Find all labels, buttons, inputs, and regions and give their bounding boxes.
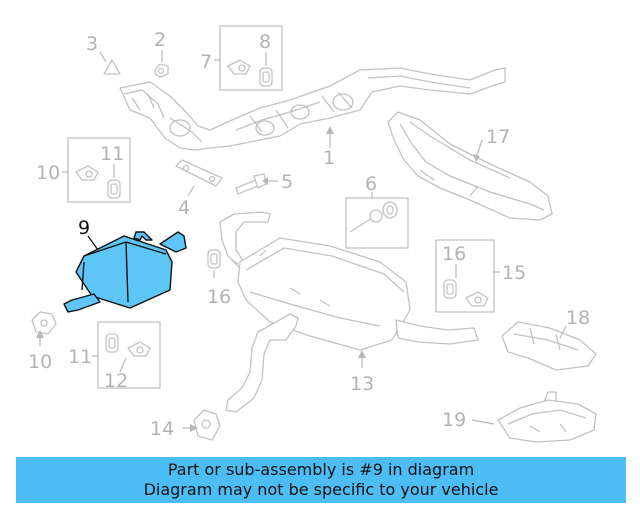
label-6: 6 [365,173,377,195]
label-12: 12 [104,370,128,392]
label-11a: 11 [100,143,124,165]
part-11-gasket[interactable] [107,179,121,199]
label-19: 19 [442,409,466,431]
part-19-heat-shield[interactable] [497,391,597,443]
part-15-clamp[interactable] [465,291,489,307]
part-8-gasket[interactable] [259,67,273,87]
label-13: 13 [350,373,374,395]
label-7: 7 [200,51,212,73]
box-10-11 [67,137,131,203]
banner-line-2: Diagram may not be specific to your vehi… [143,480,499,499]
label-10a: 10 [36,162,60,184]
box-11-12 [97,321,161,389]
label-16b: 16 [442,243,466,265]
box-7-8 [219,25,283,91]
label-18: 18 [566,307,590,329]
part-17-heat-shield[interactable] [387,111,553,221]
part-4-bracket[interactable] [175,159,223,187]
part-16-gasket-right[interactable] [443,279,457,299]
info-banner: Part or sub-assembly is #9 in diagram Di… [16,457,626,503]
part-6-hanger[interactable] [349,201,398,233]
part-7-clamp[interactable] [227,59,251,75]
box-15-16 [435,239,495,313]
box-6 [345,197,409,249]
label-4: 4 [178,197,190,219]
label-5: 5 [281,171,293,193]
banner-line-1: Part or sub-assembly is #9 in diagram [167,460,475,479]
label-9: 9 [78,217,90,239]
part-1-front-pipe-catalytic-converter[interactable] [119,67,506,151]
label-11b: 11 [68,346,92,368]
label-17: 17 [486,126,510,148]
part-2-nut[interactable] [154,63,169,78]
part-18-heat-shield[interactable] [501,321,597,371]
label-15: 15 [502,262,526,284]
label-1: 1 [323,147,335,169]
part-13-rear-muffler[interactable] [219,211,479,413]
part-10-clamp-lower[interactable] [31,311,57,335]
part-5-bolt[interactable] [235,173,267,195]
part-10-clamp[interactable] [75,165,99,181]
label-3: 3 [86,33,98,55]
label-8: 8 [259,31,271,53]
label-2: 2 [154,29,166,51]
part-3-heat-shield[interactable] [103,59,121,75]
label-14: 14 [150,418,174,440]
exhaust-parts-diagram: 3 2 8 7 1 [28,25,597,443]
part-12-clamp[interactable] [127,341,151,357]
label-10b: 10 [28,351,52,373]
part-14-clamp[interactable] [193,409,221,441]
part-9-muffler-highlighted[interactable] [63,231,187,313]
label-16a: 16 [207,286,231,308]
part-16-gasket-left[interactable] [207,249,221,269]
part-11-gasket-lower[interactable] [105,333,119,353]
